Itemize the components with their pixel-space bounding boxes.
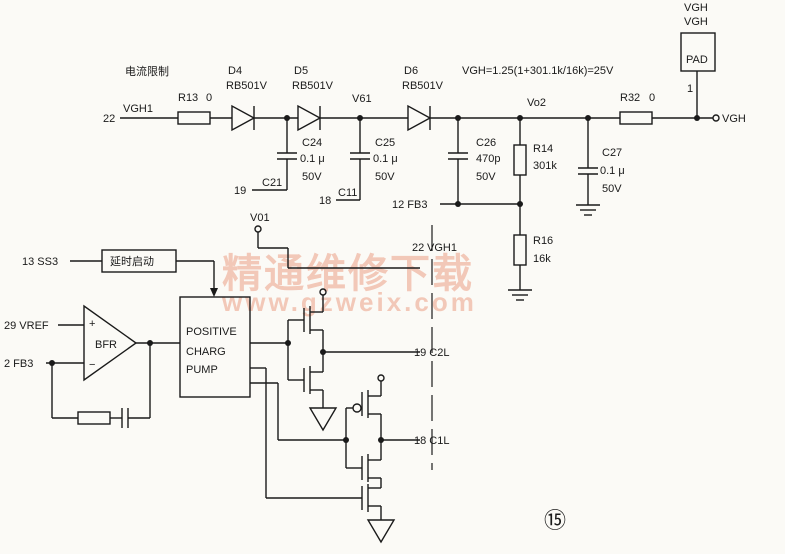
label-d5: D5 <box>294 65 308 77</box>
resistor-feedback <box>77 411 111 425</box>
watermark-chinese: 精通维修下载 <box>222 251 474 297</box>
label-v61: V61 <box>352 93 372 105</box>
label-pad: PAD <box>686 54 708 66</box>
label-pump-l1: POSITIVE <box>186 326 237 338</box>
figure-number: ⑮ <box>544 508 566 533</box>
diode-d4 <box>231 104 256 132</box>
label-c25-val: 0.1 μ <box>373 153 398 165</box>
label-pad-pin: 1 <box>687 83 693 95</box>
label-net-vgh1: VGH1 <box>123 103 153 115</box>
label-r14: R14 <box>533 143 553 155</box>
label-vgh-top2: VGH <box>684 16 708 28</box>
label-fb3-left: 2 FB3 <box>4 358 33 370</box>
label-r32-val: 0 <box>649 92 655 104</box>
label-c26-v: 50V <box>476 171 496 183</box>
resistor-r14 <box>513 144 527 176</box>
pad-box <box>680 32 716 72</box>
watermark-url: www.gzweix.com <box>221 287 477 317</box>
label-d4-part: RB501V <box>226 80 268 92</box>
label-pump-l2: CHARG <box>186 346 226 358</box>
label-ss3: 13 SS3 <box>22 256 58 268</box>
diode-d5 <box>297 104 322 132</box>
label-c27-v: 50V <box>602 183 622 195</box>
label-c26: C26 <box>476 137 496 149</box>
terminal-v01 <box>254 225 262 233</box>
label-d5-part: RB501V <box>292 80 334 92</box>
terminal-c1l-supply <box>377 374 385 382</box>
label-c24: C24 <box>302 137 322 149</box>
label-fb3-pin: 12 FB3 <box>392 199 427 211</box>
label-pin18-c11: 18 <box>319 195 331 207</box>
gnd-nmos3 <box>366 519 396 544</box>
label-r14-val: 301k <box>533 160 557 172</box>
label-pin19-c21: 19 <box>234 185 246 197</box>
label-d4: D4 <box>228 65 242 77</box>
charge-pump-box <box>179 296 251 398</box>
label-vgh1-inner: VGH1 <box>427 242 457 254</box>
junction-fb3-left <box>455 201 461 207</box>
label-r16: R16 <box>533 235 553 247</box>
resistor-r13 <box>177 111 211 125</box>
label-delay-start: 延时启动 <box>110 255 154 268</box>
label-c2l: 19 C2L <box>414 347 449 359</box>
label-op-plus: + <box>89 318 95 330</box>
label-d6: D6 <box>404 65 418 77</box>
label-c11: C11 <box>338 187 357 199</box>
label-c24-val: 0.1 μ <box>300 153 325 165</box>
label-r13-val: 0 <box>206 92 212 104</box>
label-out-vgh: VGH <box>722 113 746 125</box>
label-vref: 29 VREF <box>4 320 49 332</box>
junction-pad <box>694 115 700 121</box>
gnd-nmos1 <box>308 407 338 432</box>
label-vo2: Vo2 <box>527 97 546 109</box>
label-r13: R13 <box>178 92 198 104</box>
label-c1l: 18 C1L <box>414 435 449 447</box>
label-c26-val: 470p <box>476 153 500 165</box>
label-op-minus: − <box>89 359 95 371</box>
label-c27-val: 0.1 μ <box>600 165 625 177</box>
label-formula: VGH=1.25(1+301.1k/16k)=25V <box>462 65 614 77</box>
label-c24-v: 50V <box>302 171 322 183</box>
label-c27: C27 <box>602 147 622 159</box>
arrow-delay <box>210 288 218 297</box>
diode-d6 <box>407 104 432 132</box>
label-c25: C25 <box>375 137 395 149</box>
pmos2-bubble <box>352 403 362 413</box>
label-r32: R32 <box>620 92 640 104</box>
label-v01: V01 <box>250 212 270 224</box>
label-c25-v: 50V <box>375 171 395 183</box>
label-vgh-top1: VGH <box>684 2 708 14</box>
label-pump-l3: PUMP <box>186 364 218 376</box>
terminal-vgh-out <box>712 114 720 122</box>
label-current-limit: 电流限制 <box>125 64 169 78</box>
resistor-r32 <box>619 111 653 125</box>
label-pin22: 22 <box>103 113 115 125</box>
label-r16-val: 16k <box>533 253 551 265</box>
label-c21: C21 <box>262 177 282 189</box>
label-pin22-inner: 22 <box>412 242 424 254</box>
label-bfr: BFR <box>95 339 117 351</box>
label-d6-part: RB501V <box>402 80 444 92</box>
resistor-r16 <box>513 234 527 266</box>
opamp-bfr <box>83 304 138 382</box>
